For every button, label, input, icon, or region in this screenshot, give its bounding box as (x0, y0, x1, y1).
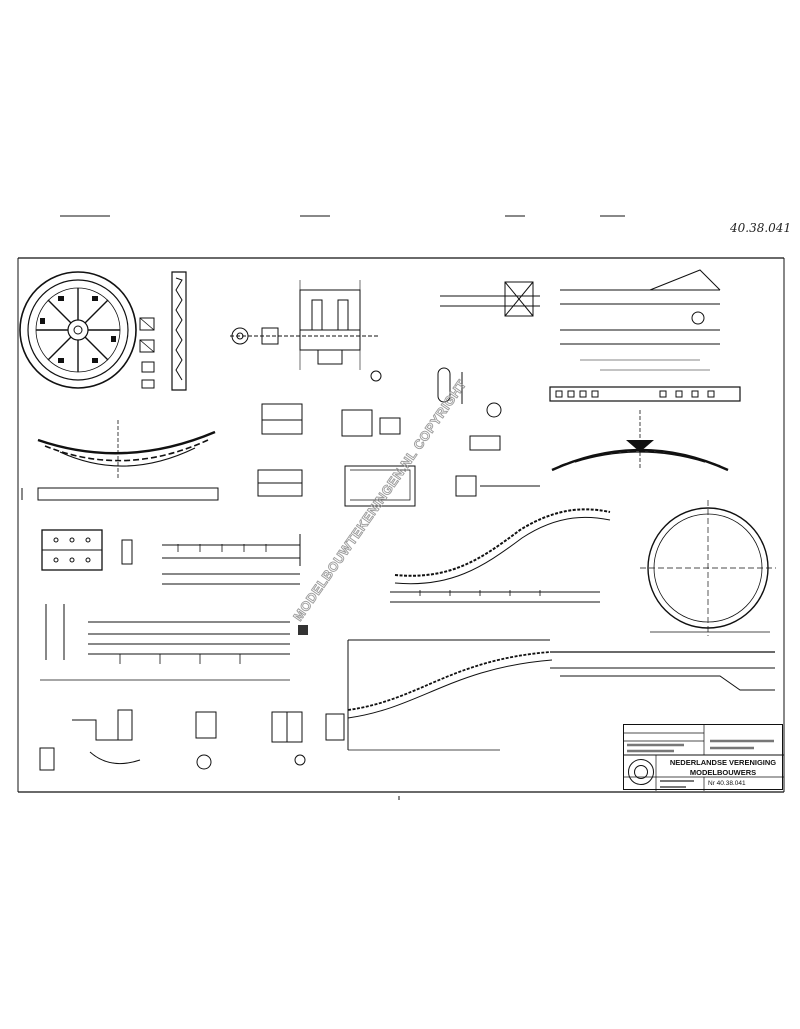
axle-box-detail (230, 280, 382, 382)
wheel-side-section (139, 271, 187, 391)
organization-name: NEDERLANDSE VERENIGING MODELBOUWERS (664, 758, 782, 778)
leaf-spring-left (21, 420, 219, 501)
dimension-marks (119, 544, 541, 664)
leaf-spring-right (551, 410, 729, 472)
bracket-top-right (440, 269, 721, 361)
title-block: NEDERLANDSE VERENIGING MODELBOUWERS Nr 4… (623, 724, 784, 791)
sheet-number: Nr 40.38.041 (708, 780, 746, 787)
round-plate (640, 500, 776, 636)
shackle-details (257, 367, 540, 507)
long-rail-bottom-left (40, 604, 308, 681)
organization-line-1: NEDERLANDSE VERENIGING (669, 758, 777, 767)
watermark: MODELBOUWTEKENINGEN.NL COPYRIGHT (290, 376, 470, 624)
perforated-bar (549, 369, 741, 402)
cross-member-block (41, 529, 133, 571)
small-brackets (39, 709, 345, 771)
long-rail-middle (162, 534, 301, 585)
organization-line-2: MODELBOUWERS (689, 768, 757, 777)
wheel-front-view (19, 271, 137, 389)
sheet-border (17, 215, 785, 793)
ramp-frame (347, 639, 775, 751)
drawing-number: 40.38.041 (729, 221, 791, 235)
s-curve-rail (390, 508, 611, 603)
watermark-text: MODELBOUWTEKENINGEN.NL COPYRIGHT (290, 377, 469, 624)
association-seal-icon (628, 759, 654, 785)
